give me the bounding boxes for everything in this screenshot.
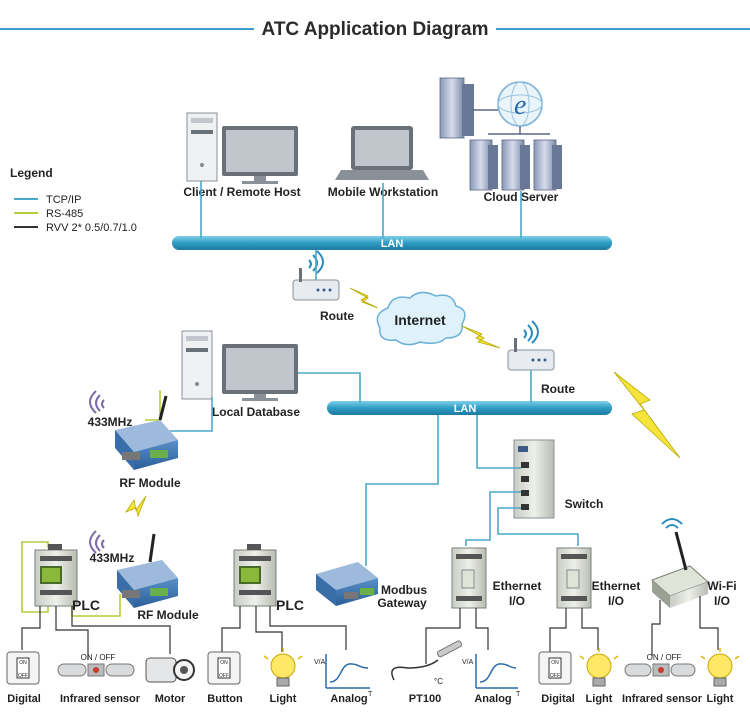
internet-cloud-icon: Internet (376, 291, 466, 346)
client-tower-icon (186, 112, 218, 182)
legend-label-rs485: RS-485 (46, 208, 83, 220)
ethernet-io-2-icon (556, 547, 592, 609)
rf-bottom-freq: 433MHz (90, 551, 135, 565)
eth2-label-1: Ethernet (592, 579, 641, 593)
celsius-mark: °C (434, 677, 443, 686)
db-tower-icon (181, 330, 213, 400)
laptop-icon (335, 126, 429, 180)
switch-panel-2-icon: ON OFF (207, 651, 241, 685)
sensor-light-1: Light (270, 693, 297, 705)
eth2-label-2: I/O (608, 594, 624, 608)
sensor-infrared-2: Infrared sensor (622, 693, 703, 705)
db-monitor-icon (222, 344, 298, 401)
router-left-icon (292, 250, 340, 301)
t-mark-2: T (516, 691, 521, 698)
lan-bus-top: LAN (172, 236, 612, 250)
onoff-label-2: ON / OFF (647, 653, 682, 662)
diagram-title: ATC Application Diagram (262, 19, 489, 40)
rf-bottom-label: RF Module (137, 608, 199, 622)
switch-icon (513, 439, 555, 519)
title-block: ATC Application Diagram (0, 19, 750, 40)
client-label: Client / Remote Host (183, 185, 300, 199)
lightning-3-icon (613, 371, 681, 459)
switch-panel-1-icon: ON OFF (6, 651, 40, 685)
internet-label: Internet (394, 312, 446, 328)
lan-bus-middle: LAN (327, 401, 612, 415)
rf-top-freq: 433MHz (88, 415, 133, 429)
switch-panel-3-icon: ON OFF (538, 651, 572, 685)
plc-left-icon (34, 544, 78, 607)
infrared-sensor-1-icon (57, 663, 135, 677)
sensor-analog-1: Analog (330, 693, 367, 705)
onoff-label-1: ON / OFF (81, 653, 116, 662)
rf-top-label: RF Module (119, 476, 181, 490)
modbus-gateway-icon (316, 562, 378, 606)
on-mark-2: ON (220, 660, 228, 666)
pt100-probe-icon: °C (391, 640, 463, 686)
bulb-2-icon (579, 648, 619, 687)
infrared-sensor-2-icon (624, 663, 696, 677)
va-mark-1: V/A (314, 659, 326, 666)
sensor-motor: Motor (155, 693, 186, 705)
wifi-label-1: Wi-Fi (707, 579, 736, 593)
client-monitor-icon (222, 126, 298, 184)
t-mark-1: T (368, 691, 373, 698)
sensor-analog-2: Analog (474, 693, 511, 705)
sensor-pt100: PT100 (409, 693, 441, 705)
wifi-label-2: I/O (714, 594, 730, 608)
sensor-light-2: Light (586, 693, 613, 705)
lan-top-label: LAN (381, 238, 404, 250)
analog-graph-2-icon: V/A T (462, 654, 521, 698)
eth1-label-1: Ethernet (493, 579, 542, 593)
plc-mid-icon (233, 544, 277, 607)
bulb-3-icon (700, 648, 740, 687)
sensor-light-3: Light (707, 693, 734, 705)
motor-icon (145, 657, 195, 683)
lightning-4-icon (124, 495, 147, 518)
lightning-2-icon (461, 325, 501, 349)
modbus-label-2: Gateway (377, 596, 427, 610)
va-mark-2: V/A (462, 659, 474, 666)
svg-text:e: e (514, 90, 526, 121)
sensor-infrared-1: Infrared sensor (60, 693, 141, 705)
plc-mid-label: PLC (276, 597, 304, 613)
eth1-label-2: I/O (509, 594, 525, 608)
off-mark-3: OFF (550, 673, 560, 679)
local-db-label: Local Database (212, 405, 300, 419)
legend-label-rvv: RVV 2* 0.5/0.7/1.0 (46, 222, 137, 234)
ethernet-io-1-icon (451, 547, 487, 609)
wifi-io-icon (651, 518, 709, 608)
wave-bottom-icon (89, 530, 105, 554)
rf-module-bottom-icon (117, 533, 178, 608)
sensor-button: Button (207, 693, 243, 705)
plc-left-label: PLC (72, 597, 100, 613)
on-mark-3: ON (551, 660, 559, 666)
modbus-label-1: Modbus (381, 583, 427, 597)
off-mark-2: OFF (219, 673, 229, 679)
route-right-label: Route (541, 382, 575, 396)
bulb-1-icon (263, 648, 303, 687)
rvv-cables (21, 596, 719, 664)
lan-middle-label: LAN (454, 403, 477, 415)
tcpip-cables (170, 181, 579, 566)
analog-graph-1-icon: V/A T (314, 654, 373, 698)
legend: Legend TCP/IP RS-485 RVV 2* 0.5/0.7/1.0 (10, 166, 137, 234)
router-right-icon (507, 320, 555, 371)
cloud-server-icon: e (439, 77, 562, 191)
switch-label: Switch (565, 497, 604, 511)
sensor-digital-1: Digital (7, 693, 41, 705)
route-left-label: Route (320, 309, 354, 323)
on-mark-1: ON (19, 660, 27, 666)
wave-top-icon (89, 390, 105, 414)
rf-module-top-icon (115, 395, 178, 470)
legend-label-tcpip: TCP/IP (46, 194, 81, 206)
legend-heading: Legend (10, 166, 53, 180)
off-mark-1: OFF (18, 673, 28, 679)
sensor-digital-2: Digital (541, 693, 575, 705)
lightning-1-icon (349, 287, 379, 309)
